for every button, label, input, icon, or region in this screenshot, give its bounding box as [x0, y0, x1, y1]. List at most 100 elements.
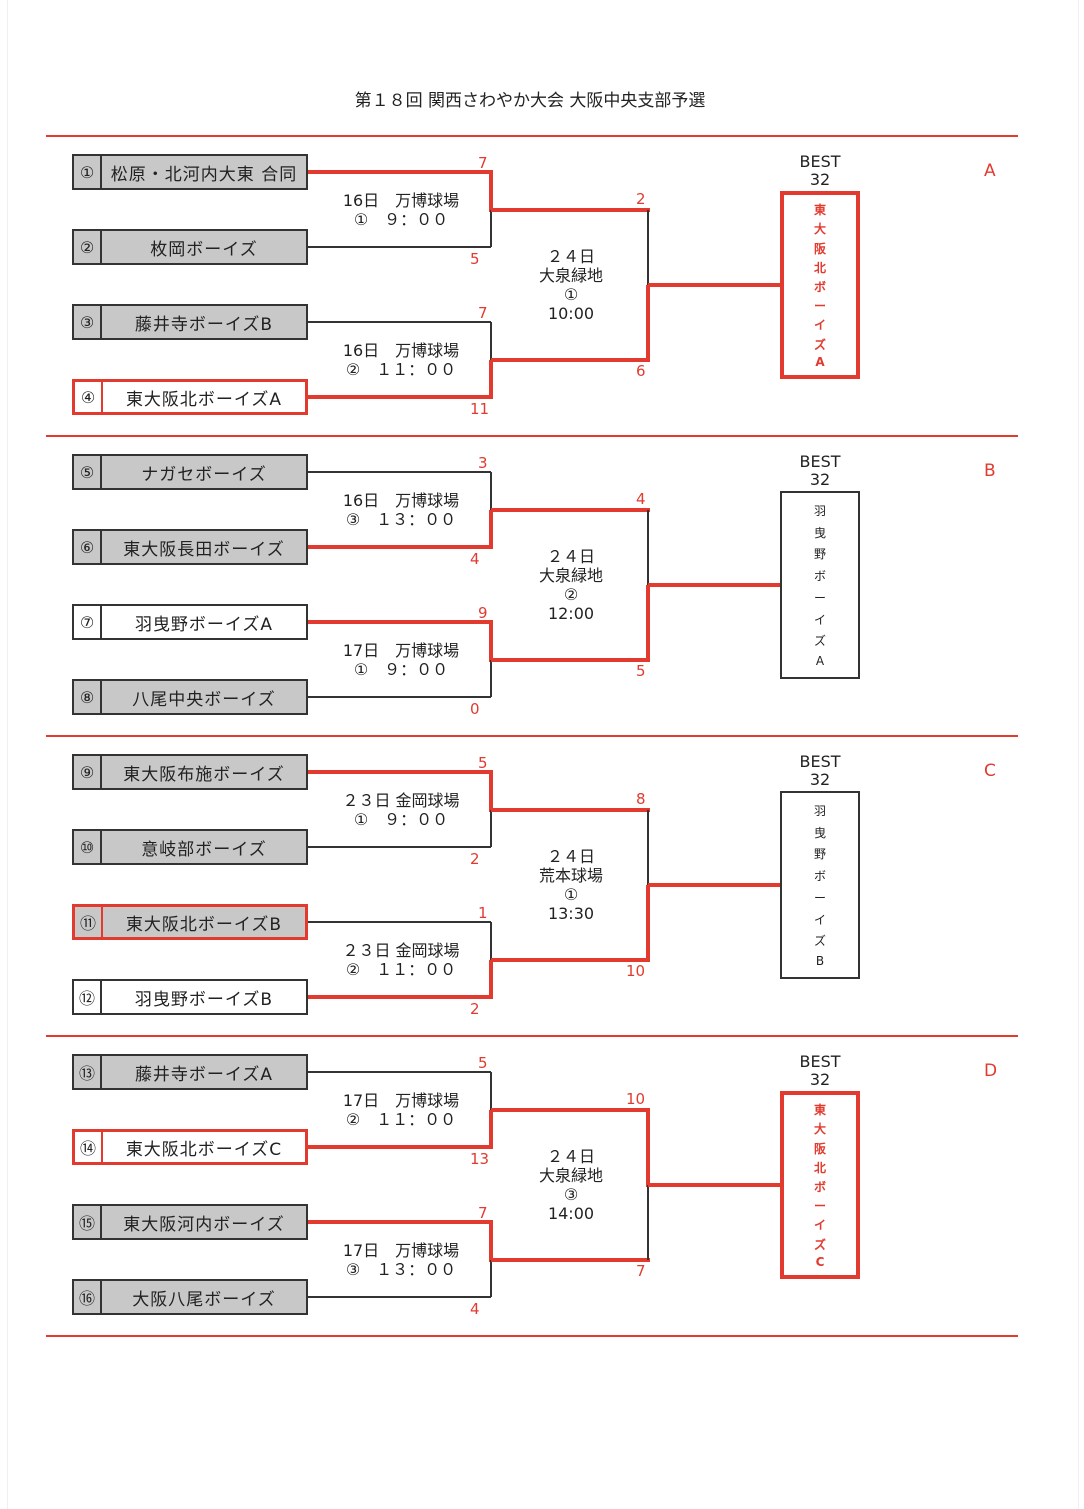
game-info: 17日 万博球場 ② １１：００ [342, 1090, 460, 1129]
team-seed-number: ⑪ [75, 907, 103, 937]
game-info: 16日 万博球場 ③ １３：００ [342, 490, 460, 529]
game-score: 5 [636, 661, 646, 680]
bracket-line [491, 357, 650, 362]
team-seed-number: ① [74, 156, 102, 188]
team-seed-number: ② [74, 231, 102, 263]
team-seed-number: ⑦ [74, 606, 102, 638]
team-name: 松原・北河内大東 合同 [110, 164, 298, 185]
bracket-line [308, 471, 491, 473]
bracket-line [647, 1184, 649, 1260]
bracket-line [489, 1109, 493, 1149]
bracket-line [308, 1296, 491, 1298]
bracket-line [491, 1107, 650, 1112]
bracket-line [489, 622, 493, 662]
team-name: ナガセボーイズ [141, 464, 267, 485]
best-label-line2: 32 [809, 770, 831, 789]
winner-name-char: 北 [813, 260, 826, 275]
winner-name-char: 羽 [813, 803, 826, 818]
section-divider [46, 735, 1018, 737]
team-name: 意岐部ボーイズ [141, 839, 267, 860]
bracket-line [490, 1072, 492, 1110]
winner-name-char: 曳 [813, 525, 826, 540]
game-score: 2 [470, 1000, 480, 1018]
bracket-line [646, 884, 650, 962]
group-label: A [984, 161, 996, 181]
bracket-line [308, 545, 493, 549]
team-seed-number: ③ [74, 306, 102, 338]
game-score: 4 [470, 550, 480, 568]
bracket-line [489, 359, 493, 399]
winner-name-char: 東 [813, 1103, 826, 1118]
team-seed-number: ⑯ [74, 1281, 102, 1313]
bracket-line [491, 1257, 650, 1262]
bracket-line [648, 882, 782, 887]
game-info: ２３日 金岡球場 ② １１：００ [342, 940, 460, 979]
team-box: ⑦ 羽曳野ボーイズA [72, 604, 308, 640]
winner-name-char: A [815, 654, 825, 669]
bracket-line [491, 957, 650, 962]
best-label-line1: BEST [799, 752, 841, 771]
section-divider [46, 1335, 1018, 1337]
game-score: 13 [470, 1150, 490, 1168]
team-name: 枚岡ボーイズ [150, 239, 258, 260]
winner-name-char: 野 [813, 547, 826, 562]
game-score: 1 [478, 904, 488, 922]
winner-name-char: 大 [813, 1122, 826, 1137]
winner-name-char: ボ [813, 569, 826, 584]
team-name: 羽曳野ボーイズA [134, 614, 274, 635]
bracket-line [490, 209, 492, 247]
winner-name-char: イ [813, 612, 826, 627]
winner-name-char: イ [813, 318, 826, 333]
game-score: 4 [636, 489, 646, 508]
team-name: 東大阪布施ボーイズ [123, 764, 285, 785]
bracket-line [490, 809, 492, 847]
winner-name-char: ボ [813, 869, 826, 884]
group-label: C [984, 761, 996, 781]
best-label-line2: 32 [809, 470, 831, 489]
winner-name-char: ー [813, 590, 826, 605]
final-game-info: ２４日 大泉緑地 ③ 14:00 [538, 1146, 603, 1223]
game-info: 16日 万博球場 ① ９：００ [342, 190, 460, 229]
bracket-line [308, 246, 491, 248]
bracket-line [490, 472, 492, 510]
bracket-line [647, 509, 649, 585]
bracket-line [648, 1182, 782, 1187]
team-box: ⑩ 意岐部ボーイズ [72, 829, 308, 865]
bracket-line [648, 282, 782, 287]
bracket-line [490, 922, 492, 960]
bracket-line [646, 284, 650, 362]
team-name: 羽曳野ボーイズB [134, 989, 274, 1010]
bracket-line [308, 1145, 493, 1149]
winner-name-char: C [815, 1254, 825, 1269]
winner-name-char: 野 [813, 847, 826, 862]
game-score: 2 [636, 189, 646, 208]
winner-name-char: 曳 [813, 825, 826, 840]
bracket-line [308, 1071, 491, 1073]
team-box: ① 松原・北河内大東 合同 [72, 154, 308, 190]
team-seed-number: ⑥ [74, 531, 102, 563]
team-name: 東大阪北ボーイズB [125, 914, 283, 935]
game-score: 9 [478, 604, 488, 622]
bracket-line [647, 809, 649, 885]
bracket-line [308, 846, 491, 848]
team-seed-number: ⑩ [74, 831, 102, 863]
winner-name-char: イ [813, 912, 826, 927]
best-label-line2: 32 [809, 170, 831, 189]
team-seed-number: ⑨ [74, 756, 102, 788]
game-score: 7 [636, 1261, 646, 1280]
bracket-line [489, 1222, 493, 1262]
game-score: 5 [478, 754, 488, 772]
winner-name-char: B [815, 954, 825, 969]
game-score: 6 [636, 361, 646, 380]
winner-name-char: 阪 [813, 1141, 826, 1156]
